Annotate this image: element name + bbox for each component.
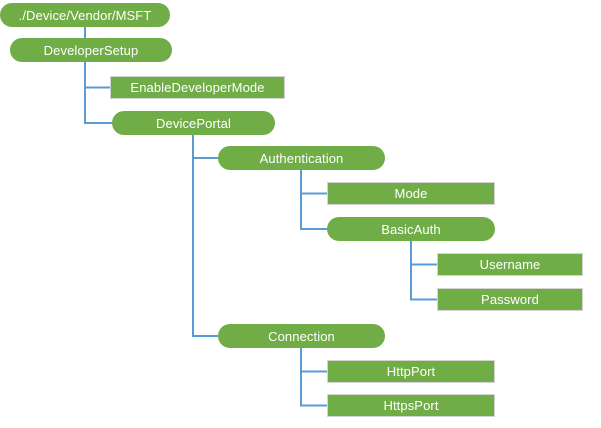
node-connection[interactable]: Connection — [218, 324, 385, 348]
node-label-password: Password — [481, 292, 539, 307]
node-mode[interactable]: Mode — [327, 182, 495, 205]
node-label-mode: Mode — [394, 186, 428, 201]
node-label-deviceportal: DevicePortal — [156, 115, 231, 131]
node-httpport[interactable]: HttpPort — [327, 360, 495, 383]
node-httpsport[interactable]: HttpsPort — [327, 394, 495, 417]
node-label-developersetup: DeveloperSetup — [43, 42, 139, 58]
node-label-root: ./Device/Vendor/MSFT — [18, 7, 152, 23]
node-username[interactable]: Username — [437, 253, 583, 276]
node-developersetup[interactable]: DeveloperSetup — [10, 38, 172, 62]
node-basicauth[interactable]: BasicAuth — [327, 217, 495, 241]
node-enabledevelopermode[interactable]: EnableDeveloperMode — [110, 76, 285, 99]
node-label-enabledevelopermode: EnableDeveloperMode — [130, 80, 265, 95]
node-label-authentication: Authentication — [259, 150, 344, 166]
node-root[interactable]: ./Device/Vendor/MSFT — [0, 3, 170, 27]
node-label-basicauth: BasicAuth — [381, 221, 441, 237]
node-password[interactable]: Password — [437, 288, 583, 311]
node-label-httpsport: HttpsPort — [383, 398, 439, 413]
node-deviceportal[interactable]: DevicePortal — [112, 111, 275, 135]
node-label-httpport: HttpPort — [386, 364, 436, 379]
node-label-username: Username — [479, 257, 541, 272]
node-label-connection: Connection — [268, 328, 335, 344]
node-authentication[interactable]: Authentication — [218, 146, 385, 170]
